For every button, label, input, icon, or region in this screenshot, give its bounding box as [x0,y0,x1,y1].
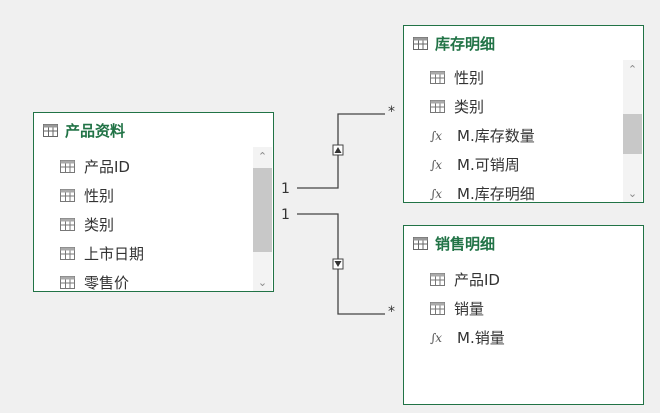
cardinality-many-label: * [388,104,395,120]
column-icon [430,100,445,113]
column-icon [60,189,75,202]
field-name: 性别 [454,69,485,87]
table-card-product[interactable]: 产品资料 产品ID 性别类别上市日期零售价 ⌃ ⌄ [33,112,274,292]
scroll-thumb[interactable] [253,168,272,252]
table-icon [413,36,428,50]
field-row[interactable]: 上市日期 [34,239,253,268]
field-name: M.库存明细 [457,185,535,203]
scroll-up-icon[interactable]: ⌃ [257,149,268,163]
field-name: M.库存数量 [457,127,535,145]
field-row[interactable]: 类别 [404,92,623,121]
column-icon [430,71,445,84]
table-title: 产品资料 [65,121,126,140]
scroll-down-icon[interactable]: ⌄ [257,275,268,289]
field-name: M.销量 [457,329,505,347]
field-row[interactable]: 产品ID [34,152,253,181]
scroll-thumb[interactable] [623,114,642,154]
field-name: M.可销周 [457,156,520,174]
column-icon [430,273,445,286]
field-row[interactable]: 零售价 [34,268,253,292]
column-icon [60,160,75,173]
cardinality-many-label: * [388,304,395,320]
field-name: 产品ID [84,158,130,176]
field-row[interactable]: 性别 [34,181,253,210]
table-icon [43,123,58,137]
field-name: 性别 [84,187,115,205]
filter-direction-up-icon [332,144,344,156]
measure-icon: ∫x [430,186,442,201]
field-name: 类别 [84,216,115,234]
cardinality-one-label: 1 [281,207,290,223]
table-title: 销售明细 [435,234,496,253]
measure-icon: ∫x [430,128,442,143]
field-name: 销量 [454,300,485,318]
table-card-sales[interactable]: 销售明细 产品ID 销量 ∫x M.销量 [403,225,644,405]
field-row[interactable]: 销量 [404,294,623,323]
field-row[interactable]: ∫x M.可销周 [404,150,623,179]
measure-icon: ∫x [430,157,442,172]
field-row[interactable]: 类别 [34,210,253,239]
field-list: 产品ID 性别类别上市日期零售价 [34,152,253,292]
table-icon [413,236,428,250]
scrollbar[interactable]: ⌃ ⌄ [623,60,642,202]
scroll-down-icon[interactable]: ⌄ [627,186,638,200]
cardinality-one-label: 1 [281,181,290,197]
column-icon [60,247,75,260]
column-icon [60,276,75,289]
field-name: 产品ID [454,271,500,289]
scrollbar[interactable]: ⌃ ⌄ [253,147,272,291]
table-title: 库存明细 [435,34,496,53]
table-header[interactable]: 销售明细 [404,226,643,260]
filter-direction-down-icon [332,258,344,270]
column-icon [60,218,75,231]
field-name: 类别 [454,98,485,116]
field-row[interactable]: ∫x M.库存明细 [404,179,623,203]
measure-icon: ∫x [430,330,442,345]
table-header[interactable]: 产品资料 [34,113,273,147]
scroll-up-icon[interactable]: ⌃ [627,62,638,76]
table-header[interactable]: 库存明细 [404,26,643,60]
field-row[interactable]: 性别 [404,63,623,92]
field-row[interactable]: ∫x M.销量 [404,323,623,352]
field-row[interactable]: ∫x M.库存数量 [404,121,623,150]
column-icon [430,302,445,315]
field-name: 上市日期 [84,245,145,263]
field-name: 零售价 [84,274,130,292]
field-row[interactable]: 产品ID [404,265,623,294]
field-list: 产品ID 销量 ∫x M.销量 [404,265,623,352]
